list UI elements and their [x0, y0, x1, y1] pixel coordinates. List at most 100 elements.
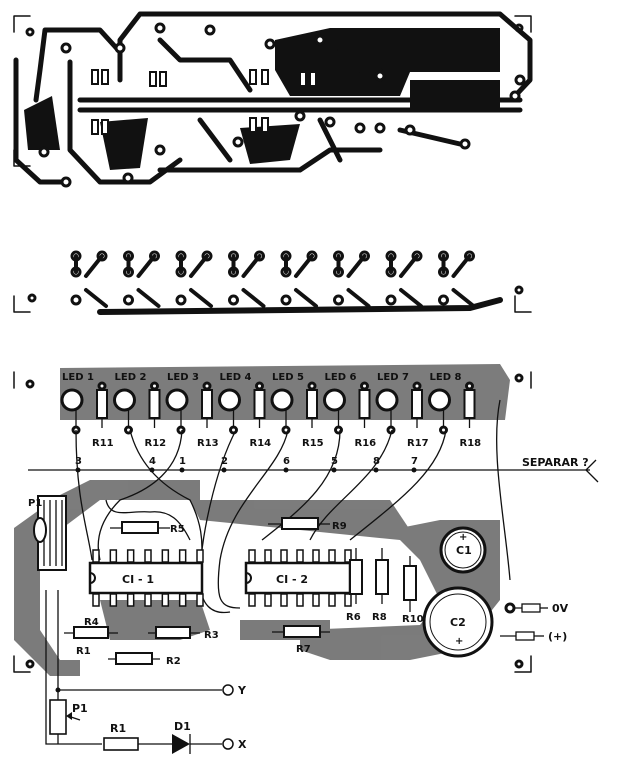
ic-2: CI - 2: [244, 561, 352, 595]
led-icon: [60, 388, 84, 412]
led-pad-pair: [333, 250, 371, 308]
resistor-r8: R8: [372, 548, 389, 623]
led-pad-pair: [175, 250, 213, 308]
cut-number: 6: [283, 456, 290, 467]
led-4: LED 4: [218, 372, 251, 435]
terminal-x-icon: [222, 738, 234, 750]
led-pad-pair: [438, 250, 476, 308]
resistor-r11: R11: [92, 381, 114, 449]
ic-2-label: CI - 2: [276, 573, 308, 586]
resistor-label: R18: [460, 438, 482, 449]
resistor-r12: R12: [145, 381, 167, 449]
led-icon: [218, 388, 241, 412]
d1-label: D1: [174, 720, 191, 733]
top-board-ic-pads: [91, 69, 317, 135]
r8-label: R8: [372, 612, 387, 623]
resistor-r9: R9: [268, 517, 347, 532]
cut-label: SEPARAR ?: [522, 456, 589, 469]
resistor-label: R14: [250, 438, 272, 449]
led-2: LED 2: [113, 372, 146, 435]
led-pad-pair: [228, 250, 266, 308]
led-icon: [375, 388, 399, 412]
r9-label: R9: [332, 521, 347, 532]
middle-board: [13, 250, 532, 315]
r2-label: R2: [166, 656, 181, 667]
p1-board-pot: P1: [28, 495, 67, 571]
led-pad-pair: [70, 250, 108, 308]
cut-number: 8: [373, 456, 380, 467]
c2-label: C2: [450, 616, 466, 629]
capacitor-c2: C2 +: [422, 586, 494, 658]
led-7: LED 7: [375, 372, 409, 435]
resistor-r5: R5: [110, 521, 185, 535]
led-pad-pair: [123, 250, 161, 308]
resistor-r16: R16: [355, 381, 377, 449]
c1-plus: +: [459, 532, 467, 543]
led-5: LED 5: [270, 372, 304, 435]
led-1: LED 1: [60, 372, 94, 435]
resistor-label: R11: [92, 438, 114, 449]
led-pad-pair: [385, 250, 423, 308]
resistor-r10: R10: [402, 556, 424, 625]
r1-board-label: R1: [76, 646, 91, 657]
resistor-label: R12: [145, 438, 167, 449]
d1-diode-icon: [172, 734, 190, 754]
r1-resistor-icon: [103, 737, 139, 751]
r4-label: R4: [84, 617, 99, 628]
p1-pot-icon: [49, 699, 67, 735]
r1-label: R1: [110, 722, 126, 735]
cut-number: 4: [149, 456, 156, 467]
resistor-r2: R2: [108, 652, 181, 667]
led-icon: [165, 388, 189, 412]
terminal-y-icon: [222, 684, 234, 696]
led-icon: [323, 388, 346, 412]
led-pad-pair: [280, 250, 318, 308]
r3-label: R3: [204, 630, 219, 641]
resistor-r15: R15: [302, 381, 324, 449]
resistor-label: R17: [407, 438, 429, 449]
cut-number: 2: [221, 456, 228, 467]
led-8: LED 8: [428, 372, 461, 435]
external-schematic: Y P1 R1 D1 X: [45, 590, 247, 754]
terminal-ground: 0V: [504, 602, 569, 615]
top-board-traces: [13, 11, 533, 185]
led-row: LED 1 R11 LED 2 R12 LED 3 R13 LED 4 R14 LED 5 R15…: [60, 372, 482, 449]
resistor-r6: R6: [346, 548, 363, 623]
resistor-r3: R3: [148, 626, 219, 641]
middle-board-led-pads: [70, 250, 476, 308]
bottom-board-corner-marks: [13, 371, 532, 673]
top-board: [13, 11, 533, 188]
led-label: LED 1: [62, 372, 94, 383]
cut-arrow-icon: [585, 459, 599, 483]
y-label: Y: [237, 684, 247, 697]
ic-1-label: CI - 1: [122, 573, 154, 586]
led-label: LED 6: [325, 372, 357, 383]
terminal-positive: (+): [500, 630, 567, 643]
resistor-r4: R4: [64, 617, 118, 639]
cut-number: 1: [179, 456, 186, 467]
cut-number: 3: [75, 456, 82, 467]
ground-label: 0V: [552, 602, 569, 615]
top-board-pads: [38, 22, 526, 188]
x-label: X: [238, 738, 247, 751]
resistor-label: R13: [197, 438, 219, 449]
r6-label: R6: [346, 612, 361, 623]
r10-label: R10: [402, 614, 424, 625]
led-icon: [428, 388, 451, 412]
resistor-label: R16: [355, 438, 377, 449]
led-label: LED 3: [167, 372, 199, 383]
cut-number: 7: [411, 456, 418, 467]
resistor-r13: R13: [197, 381, 219, 449]
led-label: LED 7: [377, 372, 409, 383]
resistor-label: R15: [302, 438, 324, 449]
resistor-r17: R17: [407, 381, 429, 449]
positive-label: (+): [548, 630, 567, 643]
led-label: LED 5: [272, 372, 304, 383]
resistor-r1-board: R1: [76, 646, 91, 657]
c1-label: C1: [456, 544, 472, 557]
r5-label: R5: [170, 524, 185, 535]
ic-1: CI - 1: [88, 561, 204, 595]
p1-label: P1: [72, 702, 88, 715]
